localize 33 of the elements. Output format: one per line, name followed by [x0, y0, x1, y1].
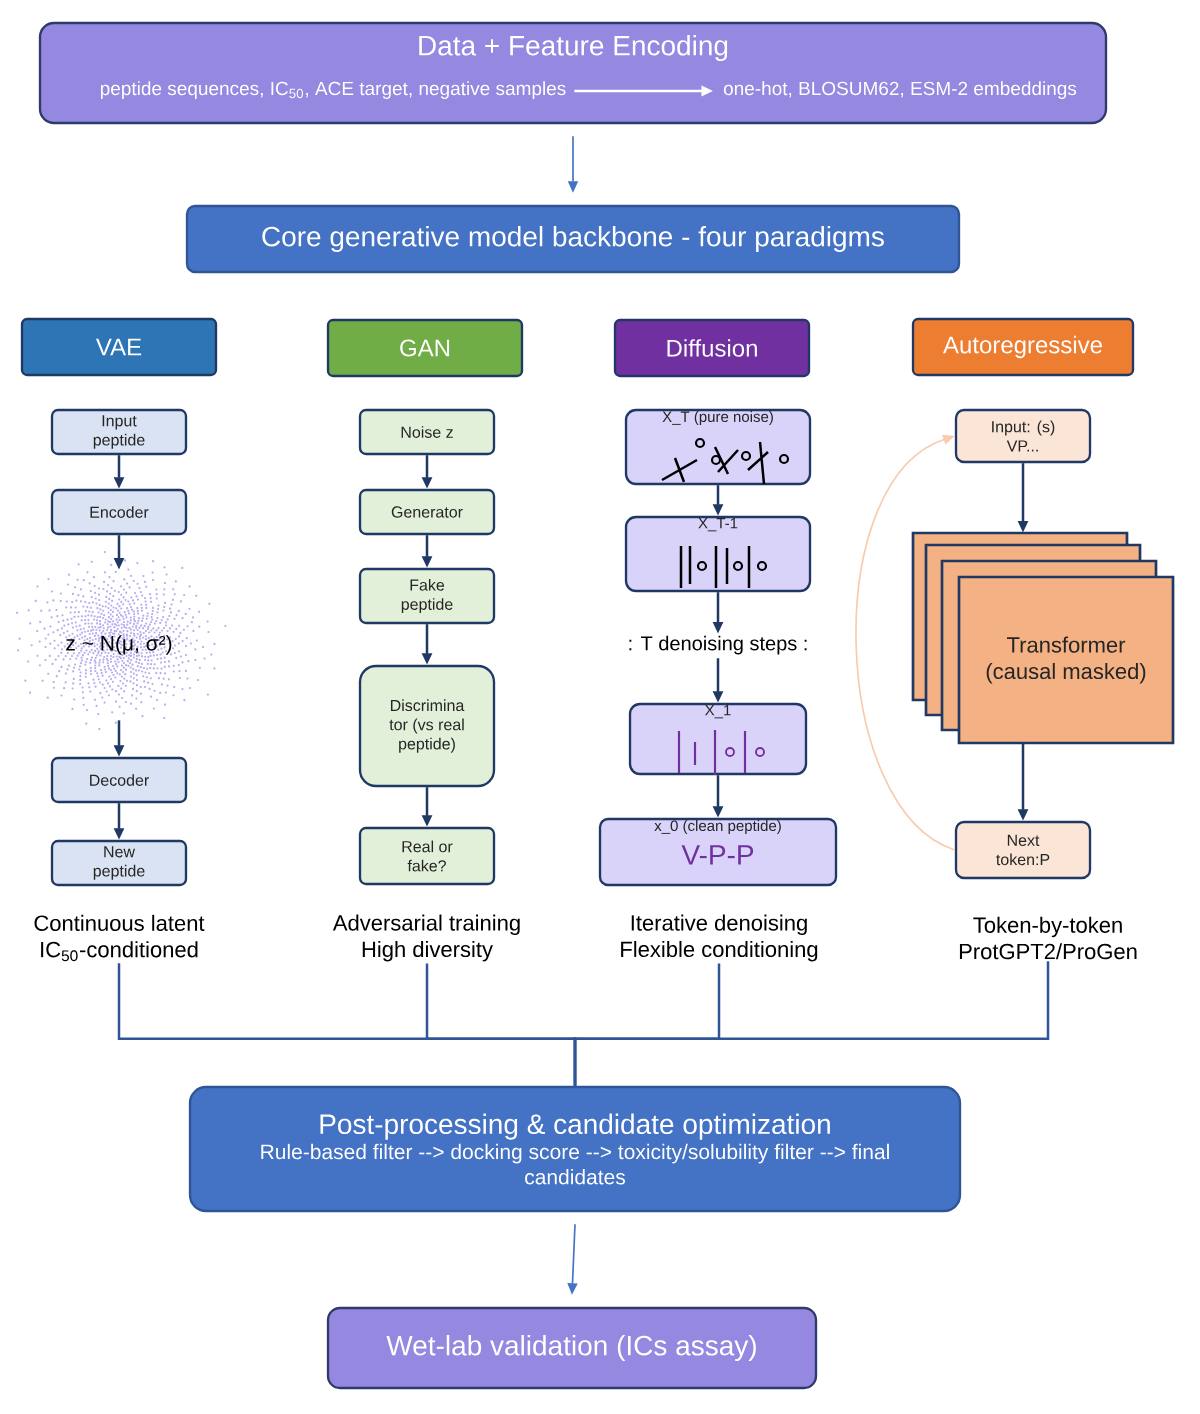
process-box: Fake peptide — [358, 567, 496, 625]
bracket-line — [573, 961, 1050, 1086]
loop-arrow — [855, 434, 956, 851]
paradigm-caption: Iterative denoising Flexible conditioning — [621, 914, 818, 962]
paradigm-caption: Adversarial training High diversity — [332, 914, 520, 962]
encoding-list-text: one-hot, BLOSUM62, ESM-2 embeddings — [723, 81, 1077, 99]
process-box: Decoder — [50, 756, 188, 804]
process-box: Real or fake? — [358, 826, 496, 886]
state-box: X_T-1 — [624, 515, 812, 593]
process-box: New peptide — [50, 839, 188, 887]
state-box: X_T (pure noise) — [624, 408, 812, 486]
transformer-stack: Transformer (causal masked) — [911, 531, 1175, 745]
stage-box: Core generative model backbone - four paradigms — [185, 204, 961, 274]
process-box: Discrimina tor (vs real peptide) — [358, 664, 496, 788]
paradigm-caption: Continuous latent IC$_{50}$-conditioned — [34, 914, 205, 962]
paradigm-caption: Token-by-token ProtGPT2/ProGen — [959, 916, 1137, 960]
process-box: Encoder — [50, 488, 188, 536]
validation-box: Wet-lab validation (ICs assay) — [326, 1306, 818, 1390]
paradigm-header: Diffusion — [613, 318, 811, 378]
step-text: : T denoising steps : — [629, 635, 807, 655]
state-box: x_0 (clean peptide) V-P-P — [598, 817, 838, 887]
paradigm-header: GAN — [326, 318, 524, 378]
latent-formula: z ~ N(μ, σ²) — [66, 635, 172, 655]
paradigm-header: VAE — [20, 317, 218, 377]
stage-box: Post-processing & candidate optimization Rule-based filter --> docking score --> toxicity/solubility filter --> final candidates — [188, 1085, 962, 1213]
process-box: Generator — [358, 488, 496, 536]
input-list-text: peptide sequences, IC$_{50}$, ACE target, negative samples — [100, 81, 566, 99]
state-box: X_1 — [628, 702, 808, 776]
process-box: Input: (s) VP... — [954, 408, 1092, 464]
paradigm-header: Autoregressive — [911, 317, 1135, 377]
process-box: Next token:P — [954, 820, 1092, 880]
process-box: Input peptide — [50, 408, 188, 456]
process-box: Noise z — [358, 408, 496, 456]
